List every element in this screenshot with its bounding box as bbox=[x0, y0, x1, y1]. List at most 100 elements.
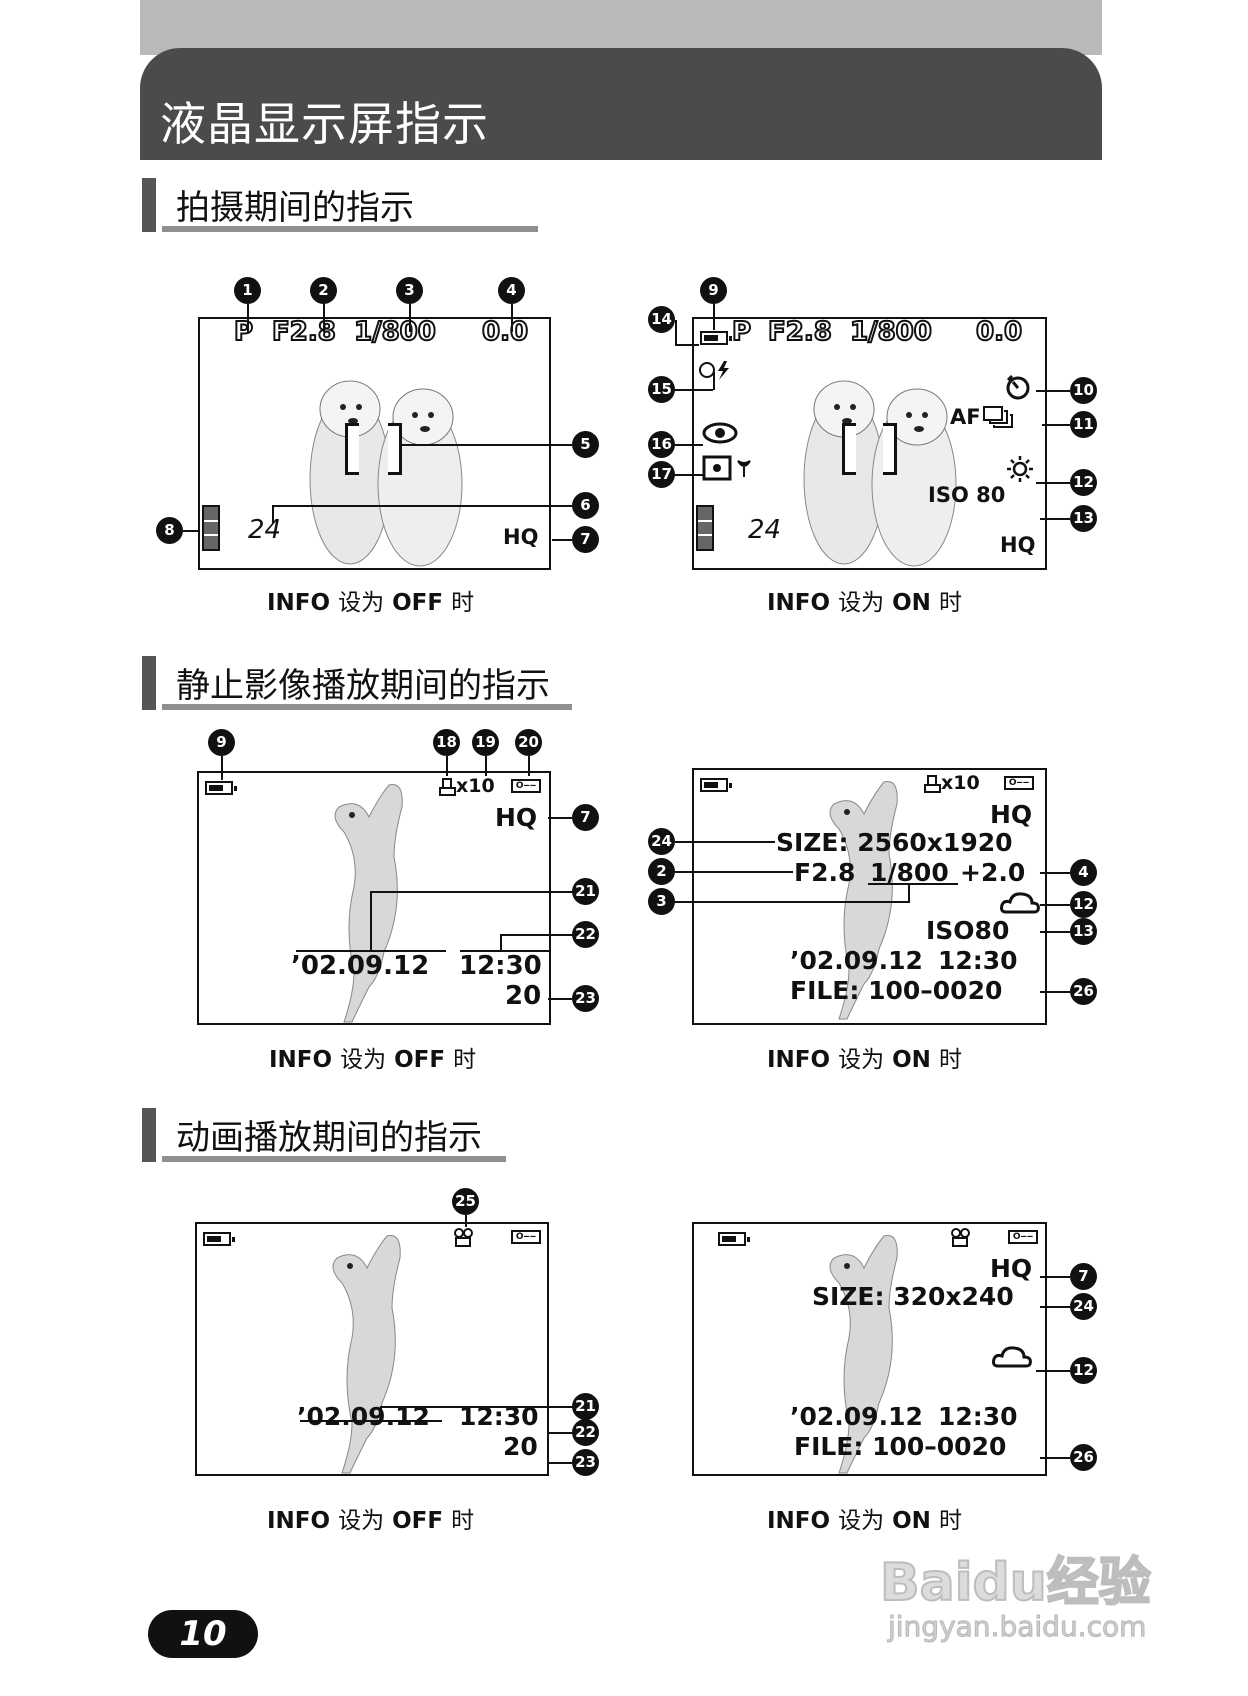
callout-25: 25 bbox=[452, 1188, 479, 1215]
playback-date: ’02.09.12 bbox=[790, 1402, 923, 1431]
callout-7: 7 bbox=[1070, 1263, 1097, 1290]
header-top-strip bbox=[140, 0, 1102, 55]
callout-21: 21 bbox=[572, 1393, 599, 1420]
callout-16: 16 bbox=[648, 431, 675, 458]
callout-24: 24 bbox=[648, 828, 675, 855]
spot-metering-macro-icon bbox=[702, 455, 764, 481]
frame-number: 20 bbox=[503, 1432, 538, 1461]
iso-value: ISO80 bbox=[926, 916, 1009, 945]
file-number: FILE: 100–0020 bbox=[790, 976, 1002, 1005]
callout-7: 7 bbox=[572, 804, 599, 831]
shutter-speed: 1/800 bbox=[850, 317, 932, 347]
af-target-mark-right bbox=[883, 423, 897, 475]
callout-12: 12 bbox=[1070, 1357, 1097, 1384]
lcd-movie-playback-info-on: O‒‒ HQ SIZE: 320x240 ’02.09.12 12:30 FIL… bbox=[692, 1222, 1047, 1476]
af-target-mark-left bbox=[842, 423, 856, 475]
sequential-shooting-icon bbox=[982, 405, 1014, 429]
callout-26: 26 bbox=[1070, 1444, 1097, 1471]
caption-still-on: INFO 设为 ON 时 bbox=[767, 1040, 962, 1074]
watermark-url: jingyan.baidu.com bbox=[888, 1610, 1146, 1643]
record-mode-quality: HQ bbox=[495, 803, 537, 832]
playback-time: 12:30 bbox=[938, 946, 1018, 975]
caption-shooting-off: INFO 设为 OFF 时 bbox=[267, 583, 474, 617]
cat-photo bbox=[322, 1228, 432, 1476]
callout-7: 7 bbox=[572, 526, 599, 553]
shutter-speed: 1/800 bbox=[354, 317, 436, 347]
print-count: x10 bbox=[941, 772, 980, 794]
image-size: SIZE: 320x240 bbox=[812, 1282, 1014, 1311]
caption-still-off: INFO 设为 OFF 时 bbox=[269, 1040, 476, 1074]
callout-22: 22 bbox=[572, 1419, 599, 1446]
storable-frames: 24 bbox=[748, 515, 781, 545]
shooting-mode: P bbox=[732, 317, 751, 347]
movie-icon bbox=[950, 1228, 972, 1248]
lcd-still-playback-info-on: x10 O‒‒ HQ SIZE: 2560x1920 F2.8 1/800 +2… bbox=[692, 768, 1047, 1025]
callout-23: 23 bbox=[572, 985, 599, 1012]
print-count: x10 bbox=[456, 775, 495, 797]
callout-24: 24 bbox=[1070, 1293, 1097, 1320]
aperture-value: F2.8 bbox=[794, 858, 855, 887]
battery-icon bbox=[203, 1232, 231, 1246]
playback-date: ’02.09.12 bbox=[291, 951, 429, 981]
lcd-shooting-info-on: P F2.8 1/800 0.0 AF ISO 80 24 HQ bbox=[692, 317, 1047, 570]
white-balance-cloudy-icon bbox=[992, 1344, 1032, 1370]
protect-icon: O‒‒ bbox=[1008, 1230, 1038, 1244]
cat-photo bbox=[324, 777, 434, 1025]
lcd-still-playback-info-off: x10 O‒‒ HQ ’02.09.12 12:30 20 bbox=[197, 771, 551, 1025]
callout-4: 4 bbox=[498, 277, 525, 304]
iso-value: ISO 80 bbox=[928, 483, 1005, 507]
record-mode-quality: HQ bbox=[1000, 533, 1035, 557]
callout-23: 23 bbox=[572, 1449, 599, 1476]
record-mode-quality: HQ bbox=[503, 525, 538, 549]
battery-icon bbox=[700, 331, 728, 345]
page-title: 液晶显示屏指示 bbox=[160, 88, 489, 154]
section-title-shooting: 拍摄期间的指示 bbox=[176, 180, 414, 229]
exposure-compensation: 0.0 bbox=[482, 317, 528, 347]
frame-number: 20 bbox=[505, 981, 541, 1011]
puppies-photo bbox=[789, 359, 969, 569]
callout-22: 22 bbox=[572, 921, 599, 948]
self-timer-icon bbox=[1004, 373, 1032, 401]
section-title-still-playback: 静止影像播放期间的指示 bbox=[176, 658, 550, 707]
callout-20: 20 bbox=[515, 729, 542, 756]
lcd-movie-playback-info-off: O‒‒ ’02.09.12 12:30 20 bbox=[195, 1222, 549, 1476]
caption-movie-off: INFO 设为 OFF 时 bbox=[267, 1501, 474, 1535]
af-label: AF bbox=[950, 405, 981, 429]
callout-1: 1 bbox=[234, 277, 261, 304]
aperture-value: F2.8 bbox=[768, 317, 832, 347]
movie-icon bbox=[453, 1228, 475, 1248]
callout-5: 5 bbox=[572, 431, 599, 458]
file-number: FILE: 100–0020 bbox=[794, 1432, 1006, 1461]
protect-icon: O‒‒ bbox=[511, 1230, 541, 1244]
shooting-mode: P bbox=[234, 317, 253, 347]
record-mode-quality: HQ bbox=[990, 800, 1032, 829]
battery-icon bbox=[718, 1232, 746, 1246]
callout-11: 11 bbox=[1070, 411, 1097, 438]
memory-gauge bbox=[696, 505, 714, 551]
white-balance-cloudy-icon bbox=[1000, 890, 1040, 916]
exposure-compensation: +2.0 bbox=[960, 858, 1025, 887]
watermark-logo: Baidu经验 bbox=[880, 1540, 1151, 1615]
playback-date: ’02.09.12 bbox=[790, 946, 923, 975]
caption-movie-on: INFO 设为 ON 时 bbox=[767, 1501, 962, 1535]
callout-9: 9 bbox=[700, 277, 727, 304]
caption-shooting-on: INFO 设为 ON 时 bbox=[767, 583, 962, 617]
callout-6: 6 bbox=[572, 492, 599, 519]
callout-8: 8 bbox=[156, 517, 183, 544]
callout-2: 2 bbox=[310, 277, 337, 304]
callout-12: 12 bbox=[1070, 469, 1097, 496]
protect-icon: O‒‒ bbox=[511, 779, 541, 793]
green-lamp-flash-icon bbox=[698, 359, 734, 381]
exposure-compensation: 0.0 bbox=[976, 317, 1022, 347]
record-mode-quality: HQ bbox=[990, 1254, 1032, 1283]
storable-frames: 24 bbox=[248, 515, 281, 545]
red-eye-flash-icon bbox=[702, 421, 738, 445]
playback-time: 12:30 bbox=[938, 1402, 1018, 1431]
print-reserve-icon bbox=[924, 774, 942, 794]
page-number: 10 bbox=[148, 1614, 258, 1654]
callout-13: 13 bbox=[1070, 918, 1097, 945]
af-target-mark-left bbox=[345, 423, 359, 475]
callout-17: 17 bbox=[648, 461, 675, 488]
image-size: SIZE: 2560x1920 bbox=[776, 828, 1013, 857]
callout-10: 10 bbox=[1070, 377, 1097, 404]
